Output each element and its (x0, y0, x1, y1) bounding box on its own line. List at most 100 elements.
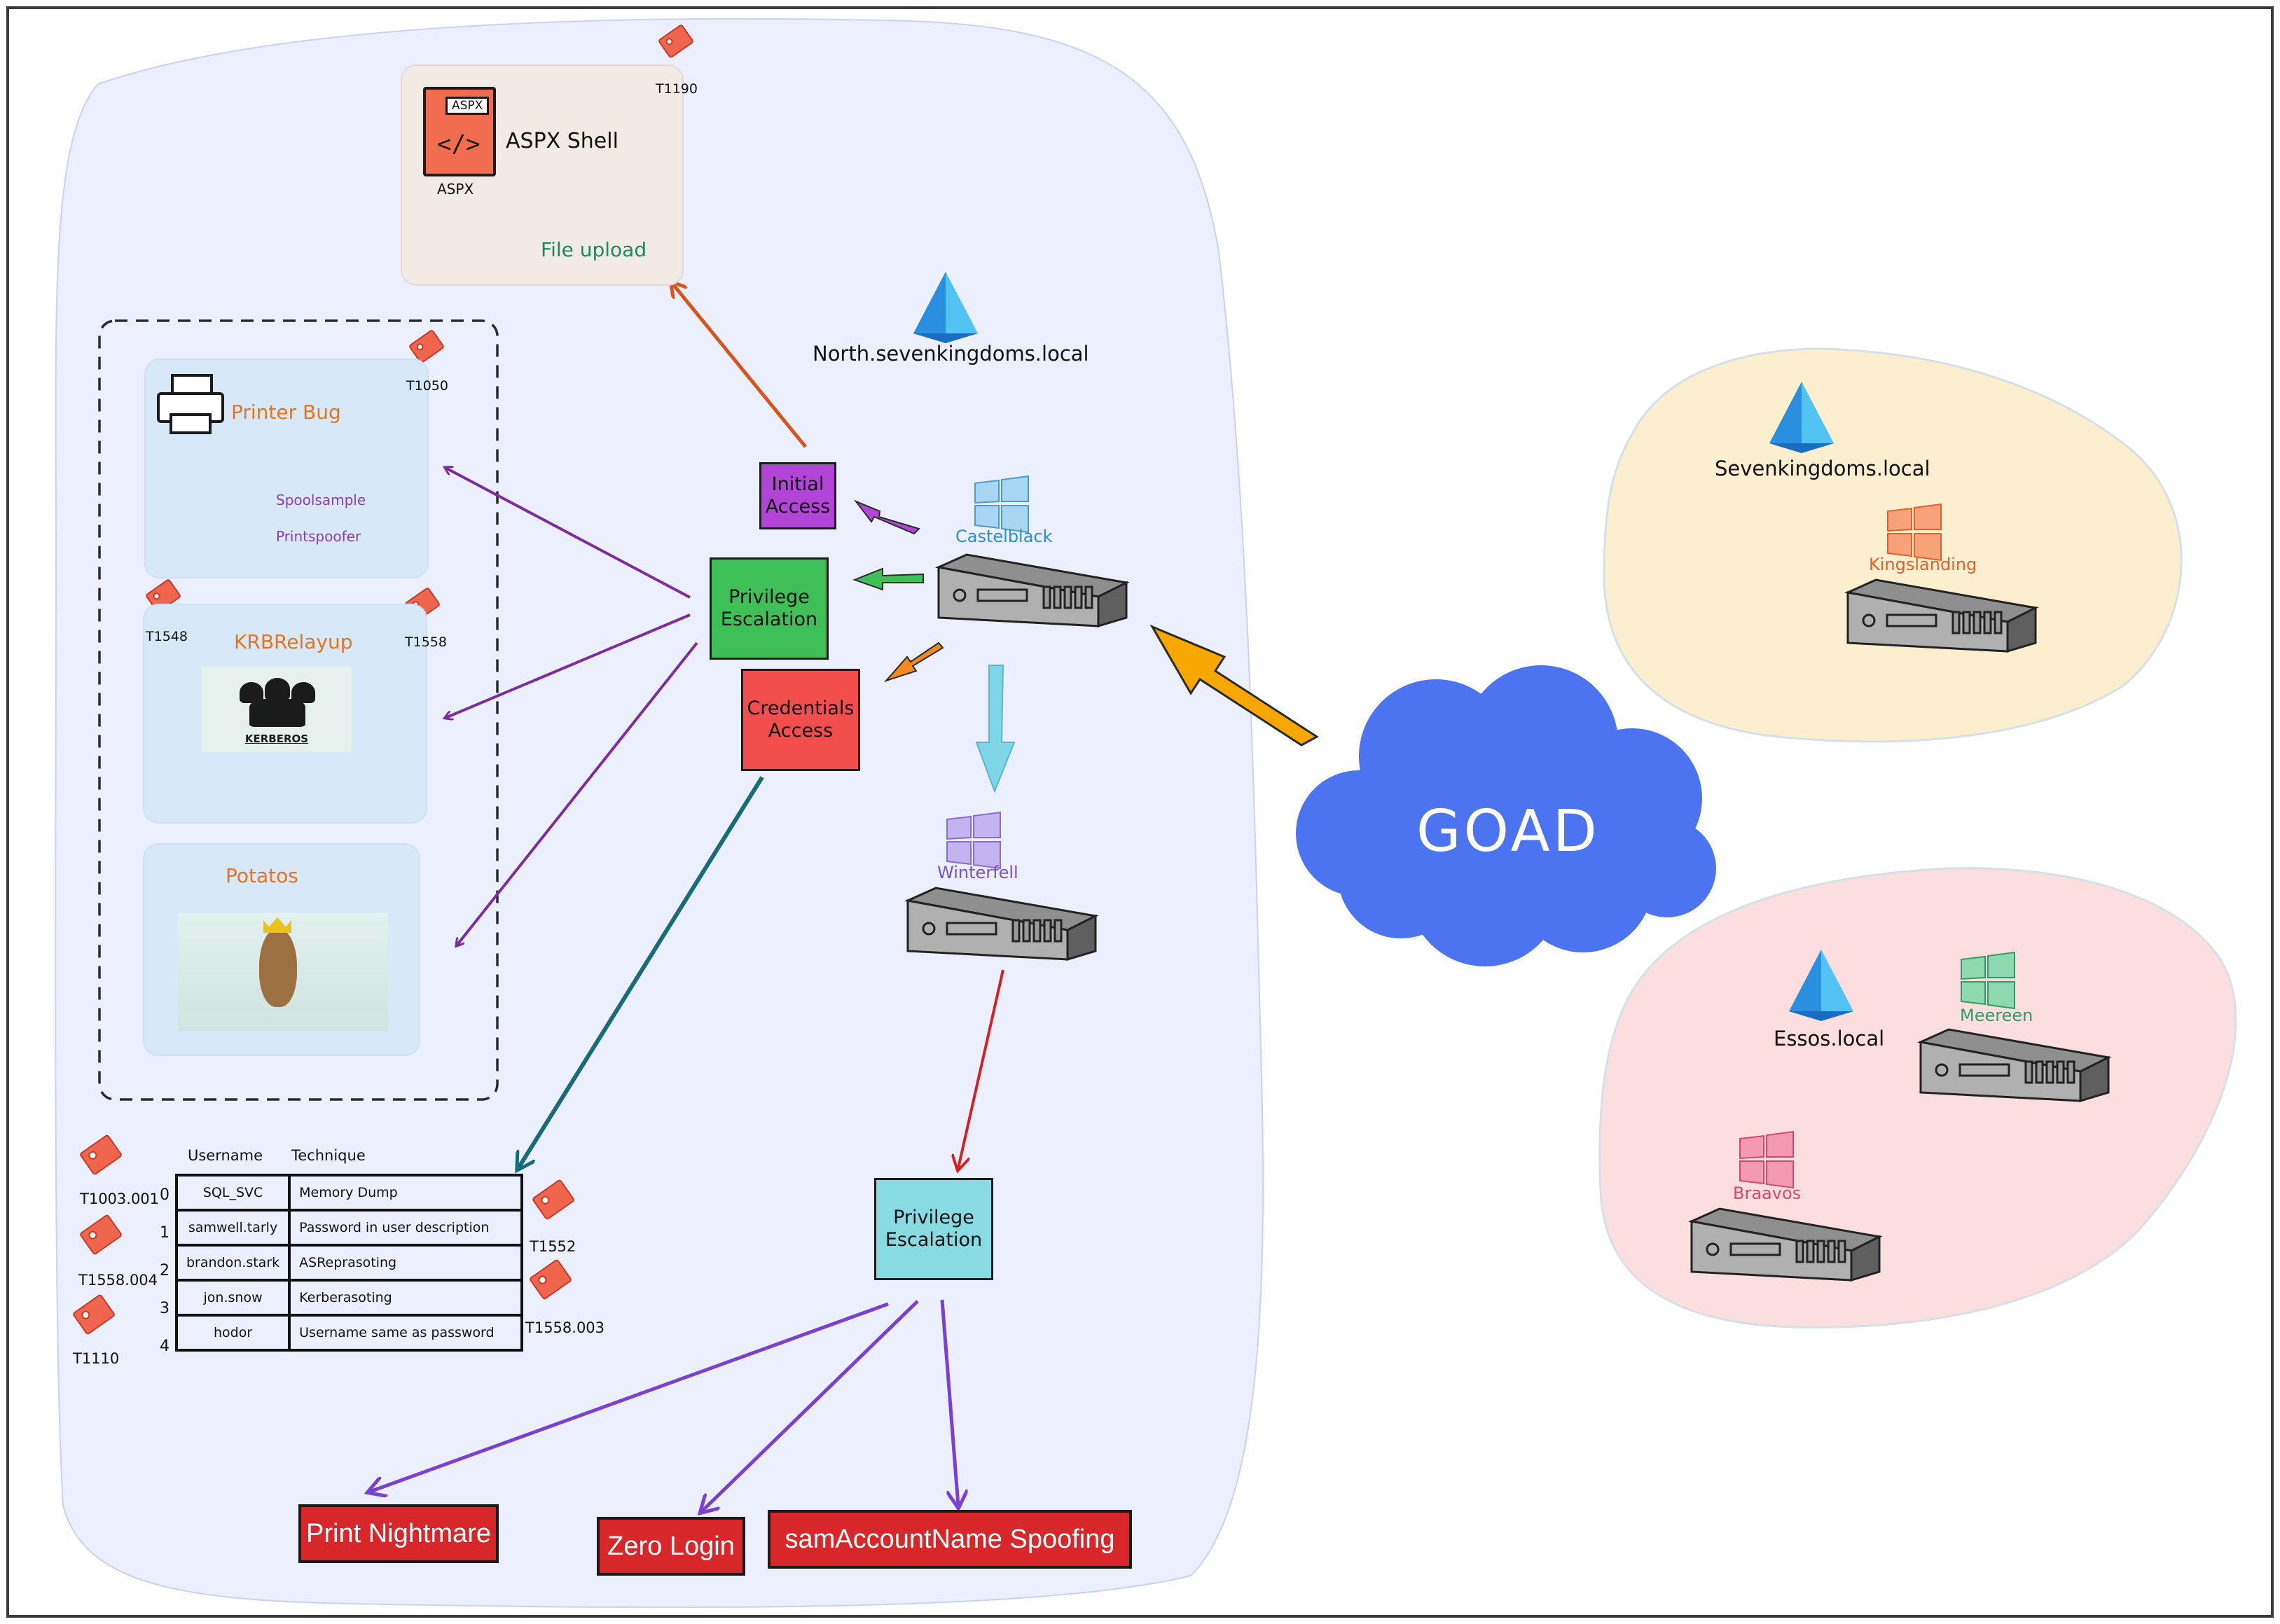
tag-icon-t1558-003 (530, 1259, 572, 1300)
kerberos-logo-text: KERBEROS (244, 733, 309, 745)
tag-label-t1003-001: T1003.001 (80, 1191, 160, 1207)
table-row: SQL_SVC Memory Dump (174, 1174, 524, 1212)
tag-icon-t1552 (532, 1179, 574, 1220)
tag-icon-t1003 (80, 1134, 122, 1175)
castel-to-initial-arrow (853, 499, 920, 535)
initial-access-box[interactable]: Initial Access (759, 462, 836, 529)
creds-to-table-arrow (518, 776, 764, 1168)
tag-icon-t1050 (409, 330, 444, 363)
crown-icon (263, 917, 291, 933)
row-index: 3 (160, 1300, 170, 1317)
kingslanding-windows-icon (1887, 503, 1942, 562)
north-domain-icon (913, 272, 978, 343)
tag-label-t1552: T1552 (530, 1238, 576, 1255)
castelblack-label: Castelblack (955, 527, 1053, 546)
aspx-file-upload: File upload (541, 238, 647, 261)
username-cell: SQL_SVC (174, 1174, 291, 1212)
outer-frame (6, 6, 2274, 1618)
cerberus-icon (240, 678, 315, 727)
potatos-title: Potatos (226, 864, 298, 887)
table-row: samwell.tarly Password in user descripti… (174, 1209, 524, 1247)
tag-label-t1558-003: T1558.003 (525, 1319, 605, 1336)
tag-icon-t1190 (658, 25, 693, 58)
essos-region (1598, 867, 2237, 1328)
winterfell-server-icon (904, 887, 1099, 962)
castel-to-creds-arrow (883, 641, 944, 683)
tag-label-t1558-004: T1558.004 (78, 1272, 158, 1289)
privesc-to-potato-arrow (457, 641, 698, 945)
samaccountname-spoofing-button[interactable]: samAccountName Spoofing (768, 1510, 1132, 1569)
goad-cloud (1296, 665, 1716, 966)
winterfell-label: Winterfell (937, 863, 1018, 882)
goad-to-castelblack-arrow (1149, 624, 1319, 747)
initial-to-aspx-arrow (672, 284, 807, 448)
kingslanding-label: Kingslanding (1869, 555, 1977, 574)
credentials-access-box[interactable]: Credentials Access (741, 669, 860, 771)
username-cell: hodor (174, 1314, 291, 1352)
row-index: 4 (160, 1338, 170, 1355)
technique-cell: Memory Dump (288, 1174, 524, 1212)
aspx-file-badge: ASPX (445, 97, 490, 115)
sevenkingdoms-domain-icon (1769, 382, 1834, 453)
privilege-escalation-bottom-box[interactable]: Privilege Escalation (874, 1178, 993, 1280)
braavos-label: Braavos (1733, 1184, 1802, 1203)
privesc-to-printer-arrow (445, 468, 691, 599)
tag-label-t1110: T1110 (73, 1350, 120, 1367)
potato-character-icon (259, 929, 297, 1007)
tag-label-t1190: T1190 (656, 81, 698, 97)
row-index: 2 (160, 1262, 170, 1279)
zero-login-button[interactable]: Zero Login (597, 1517, 745, 1576)
printer-item-printspoofer: Printspoofer (276, 528, 361, 545)
table-row: hodor Username same as password (174, 1314, 524, 1352)
tag-icon-t1110 (73, 1294, 115, 1335)
privesc-to-zerologin-arrow (702, 1300, 919, 1511)
kerberos-logo: KERBEROS (202, 667, 352, 752)
privilege-escalation-top-box[interactable]: Privilege Escalation (710, 557, 829, 660)
printer-bug-title: Printer Bug (231, 401, 341, 424)
braavos-server-icon (1688, 1207, 1883, 1282)
table-header-technique: Technique (291, 1147, 366, 1164)
row-index: 1 (160, 1224, 170, 1242)
privesc-to-krb-arrow (445, 613, 691, 718)
privesc-to-samspoof-arrow (940, 1299, 958, 1506)
printer-icon (157, 374, 224, 434)
aspx-shell-title: ASPX Shell (506, 129, 619, 153)
castel-to-privesc-arrow (852, 567, 924, 591)
winterfell-windows-icon (946, 811, 1001, 870)
essos-domain-label: Essos.local (1774, 1027, 1885, 1050)
meereen-windows-icon (1961, 951, 2015, 1010)
aspx-file-caption: ASPX (437, 181, 474, 197)
goad-label: GOAD (1416, 798, 1600, 865)
technique-cell: ASReprasoting (288, 1244, 524, 1282)
braavos-windows-icon (1739, 1130, 1794, 1189)
username-cell: jon.snow (174, 1279, 291, 1317)
winterfell-to-privesc-arrow (958, 969, 1004, 1168)
aspx-file-icon: ASPX </> (423, 87, 496, 176)
technique-cell: Username same as password (288, 1314, 524, 1352)
table-header-username: Username (188, 1147, 263, 1164)
row-index: 0 (160, 1186, 170, 1204)
print-nightmare-button[interactable]: Print Nightmare (298, 1504, 499, 1563)
meereen-label: Meereen (1960, 1006, 2033, 1025)
privesc-group-border (98, 319, 499, 1101)
tag-label-t1558: T1558 (405, 634, 447, 650)
north-domain-label: North.sevenkingdoms.local (813, 342, 1089, 366)
potato-image (178, 913, 388, 1031)
tag-icon-t1558-004 (80, 1214, 122, 1255)
krbrelayup-title: KRBRelayup (234, 630, 353, 653)
essos-domain-icon (1789, 950, 1853, 1021)
castelblack-server-icon (935, 553, 1130, 628)
code-brackets-icon: </> (437, 130, 481, 158)
castel-to-winterfell-arrow (975, 665, 1016, 793)
kingslanding-server-icon (1844, 578, 2039, 653)
username-cell: brandon.stark (174, 1244, 291, 1282)
privesc-to-printnightmare-arrow (370, 1302, 889, 1492)
table-row: jon.snow Kerberasoting (174, 1279, 524, 1317)
castelblack-windows-icon (974, 475, 1029, 534)
credentials-table: SQL_SVC Memory Dump samwell.tarly Passwo… (174, 1174, 524, 1352)
table-row: brandon.stark ASReprasoting (174, 1244, 524, 1282)
technique-cell: Kerberasoting (288, 1279, 524, 1317)
tag-label-t1050: T1050 (406, 378, 448, 394)
technique-cell: Password in user description (288, 1209, 524, 1247)
